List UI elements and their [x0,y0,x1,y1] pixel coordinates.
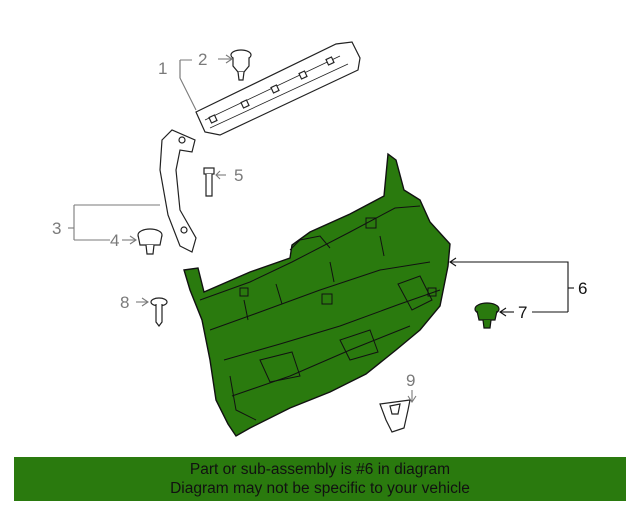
callout-3: 3 [52,219,61,238]
part-7-push-clip [474,302,500,329]
part-6-liftgate-trim-panel [183,152,451,437]
part-1-upper-garnish [195,41,361,136]
callout-7: 7 [518,303,527,322]
callout-1: 1 [158,59,167,78]
part-8-screw [150,297,168,327]
parts-diagram: 1 2 3 4 5 6 7 8 9 [52,41,587,437]
leader-lines [68,54,574,403]
part-3-side-bracket [159,129,197,253]
callout-2: 2 [198,50,207,69]
banner-line-2: Diagram may not be specific to your vehi… [170,480,470,497]
callout-8: 8 [120,293,129,312]
part-4-grommet [137,228,163,255]
part-9-clip [379,399,411,433]
callout-4: 4 [110,231,119,250]
info-banner: Part or sub-assembly is #6 in diagram Di… [14,457,626,501]
part-2-clip [230,49,252,81]
callout-9: 9 [406,371,415,390]
part-5-bolt [203,167,215,197]
banner-line-1: Part or sub-assembly is #6 in diagram [189,461,451,478]
callout-5: 5 [234,166,243,185]
callout-6: 6 [578,279,587,298]
